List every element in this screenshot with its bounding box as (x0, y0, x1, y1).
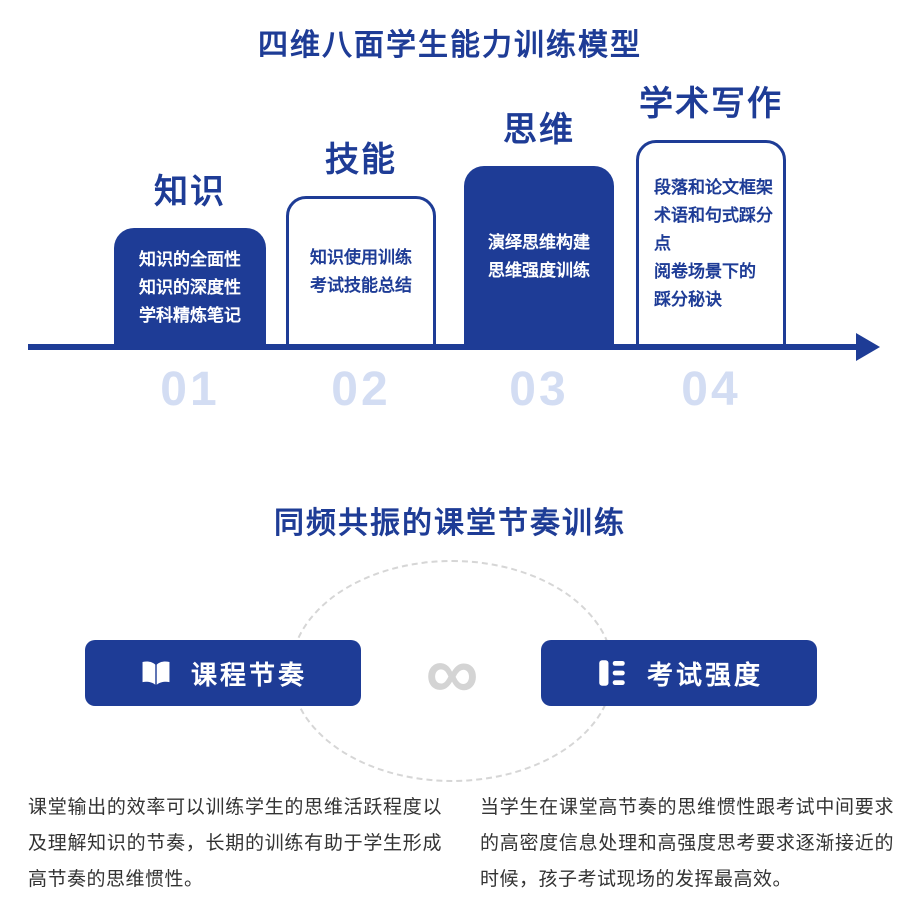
step-number-3: 03 (509, 363, 569, 416)
step-label-academic-writing: 学术写作 (639, 85, 783, 123)
step-line: 知识的深度性 (139, 278, 241, 297)
step-line: 知识使用训练 (310, 248, 412, 267)
step-number-4: 04 (681, 363, 741, 416)
step-line: 知识的全面性 (139, 250, 241, 269)
infinity-symbol: ∞ (425, 631, 479, 714)
step-line: 思维强度训练 (488, 261, 590, 280)
step-block-knowledge: 知识的全面性 知识的深度性 学科精炼笔记 (114, 228, 266, 348)
timeline-axis (28, 344, 860, 350)
step-number-2: 02 (331, 363, 391, 416)
step-line: 阅卷场景下的 (654, 262, 756, 281)
course-rhythm-card: 课程节奏 (85, 640, 361, 706)
exam-intensity-paragraph: 当学生在课堂高节奏的思维惯性跟考试中间要求的高密度信息处理和高强度思考要求逐渐接… (480, 797, 894, 890)
step-block-skill: 知识使用训练 考试技能总结 (286, 196, 436, 348)
step-line: 段落和论文框架 (654, 178, 773, 197)
open-book-icon (139, 656, 173, 690)
model-section-title: 四维八面学生能力训练模型 (258, 29, 642, 62)
course-rhythm-paragraph: 课堂输出的效率可以训练学生的思维活跃程度以及理解知识的节奏，长期的训练有助于学生… (28, 797, 442, 890)
exam-intensity-label: 考试强度 (646, 659, 763, 690)
exam-intensity-card: 考试强度 (541, 640, 817, 706)
rhythm-section-title: 同频共振的课堂节奏训练 (274, 507, 626, 540)
step-number-1: 01 (160, 363, 220, 416)
course-rhythm-label: 课程节奏 (190, 659, 307, 690)
step-line: 学科精炼笔记 (139, 306, 241, 325)
timeline-arrowhead-icon (856, 333, 880, 361)
exam-list-icon (595, 656, 629, 690)
step-line: 演绎思维构建 (488, 233, 590, 252)
step-line: 踩分秘诀 (654, 290, 722, 309)
step-block-thinking: 演绎思维构建 思维强度训练 (464, 166, 614, 348)
step-line: 术语和句式踩分点 (654, 206, 773, 253)
step-block-academic-writing: 段落和论文框架 术语和句式踩分点 阅卷场景下的 踩分秘诀 (636, 140, 786, 348)
step-label-thinking: 思维 (503, 111, 575, 149)
step-line: 考试技能总结 (310, 276, 412, 295)
step-label-knowledge: 知识 (154, 173, 226, 211)
step-label-skill: 技能 (325, 141, 397, 179)
